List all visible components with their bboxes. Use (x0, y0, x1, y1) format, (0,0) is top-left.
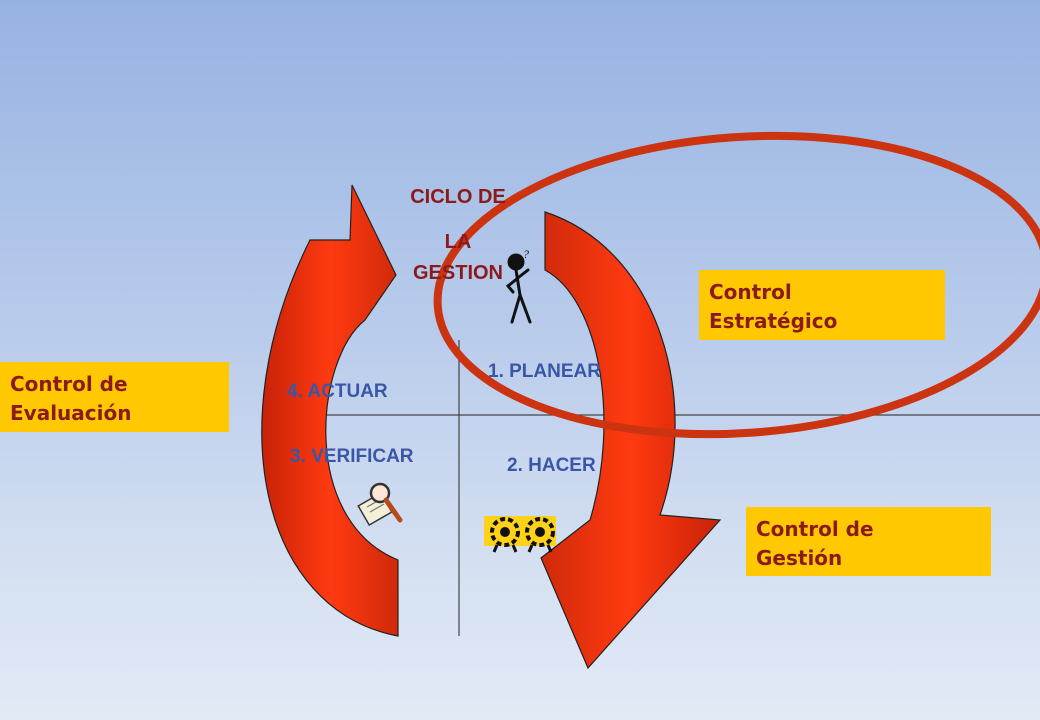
step-plan: 1. PLANEAR (488, 361, 601, 382)
control-evaluacion-line-2: Evaluación (10, 401, 132, 425)
control-estrategico-line-2: Estratégico (709, 309, 838, 333)
cycle-title-line-1: CICLO DE (410, 186, 506, 208)
step-act: 4. ACTUAR (287, 381, 388, 402)
control-gestion-line-2: Gestión (756, 546, 843, 570)
cycle-title-line-2: LA (444, 231, 472, 253)
gears-icon (484, 516, 556, 553)
control-evaluacion-box: Control de Evaluación (0, 362, 229, 432)
left-cycle-arrow (261, 184, 399, 637)
magnifier-document-icon (357, 482, 403, 527)
step-do: 2. HACER (507, 455, 596, 476)
svg-text:?: ? (523, 247, 529, 261)
thinking-person-icon: ? (505, 247, 532, 324)
control-estrategico-box: Control Estratégico (699, 270, 945, 340)
step-check: 3. VERIFICAR (290, 446, 414, 467)
strategic-control-ellipse (433, 131, 1040, 439)
cycle-title-line-3: GESTION (412, 262, 503, 284)
control-gestion-box: Control de Gestión (746, 507, 991, 576)
right-cycle-arrow (540, 211, 722, 670)
control-gestion-line-1: Control de (756, 517, 874, 541)
control-estrategico-line-1: Control (709, 280, 792, 304)
control-evaluacion-line-1: Control de (10, 372, 128, 396)
